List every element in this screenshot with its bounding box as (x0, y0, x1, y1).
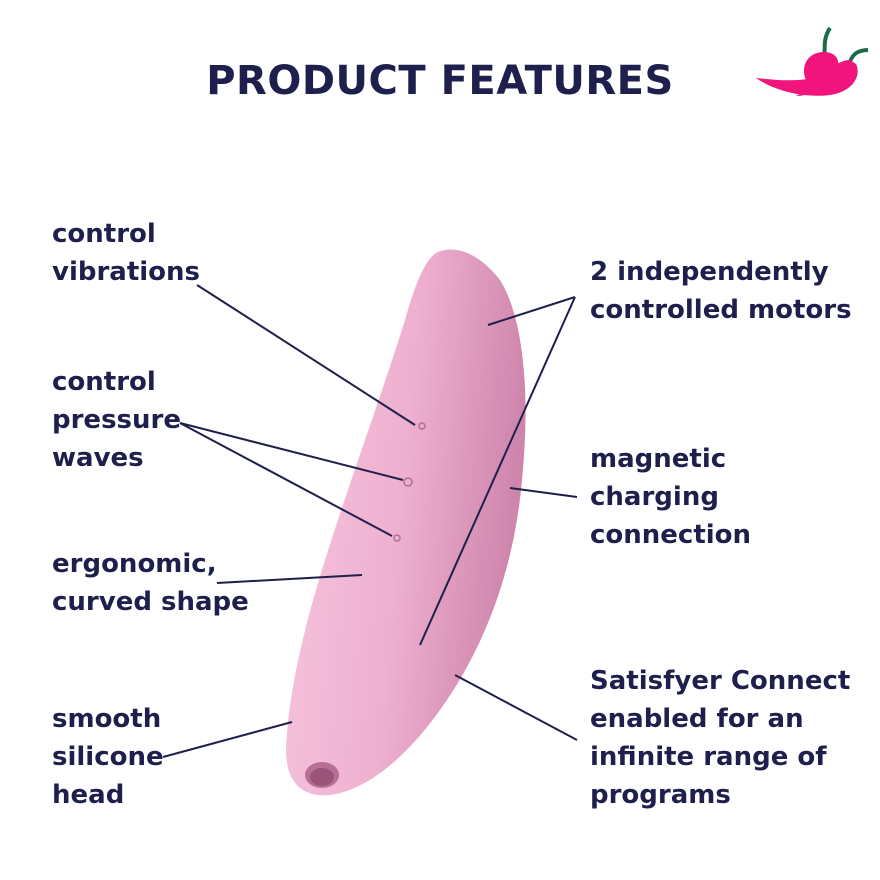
vibration-button-icon (418, 422, 426, 430)
pressure-wave-button-icon (403, 477, 413, 487)
product-image (286, 249, 526, 796)
feature-label-ergonomic: ergonomic, curved shape (52, 549, 249, 617)
feature-label-silicone-head: smooth silicone head (52, 704, 164, 810)
feature-label-motors: 2 independently controlled motors (590, 257, 852, 325)
feature-label-pressure-waves: control pressure waves (52, 367, 181, 473)
page-title: PRODUCT FEATURES (206, 58, 674, 104)
feature-label-connect-app: Satisfyer Connect enabled for an infinit… (590, 666, 851, 810)
pressure-wave-button-icon (393, 534, 401, 542)
leader-lines (162, 284, 578, 758)
feature-label-vibrations: control vibrations (52, 219, 201, 287)
chili-peppers-icon (756, 26, 869, 96)
feature-label-magnetic-charging: magnetic charging connection (590, 444, 752, 550)
